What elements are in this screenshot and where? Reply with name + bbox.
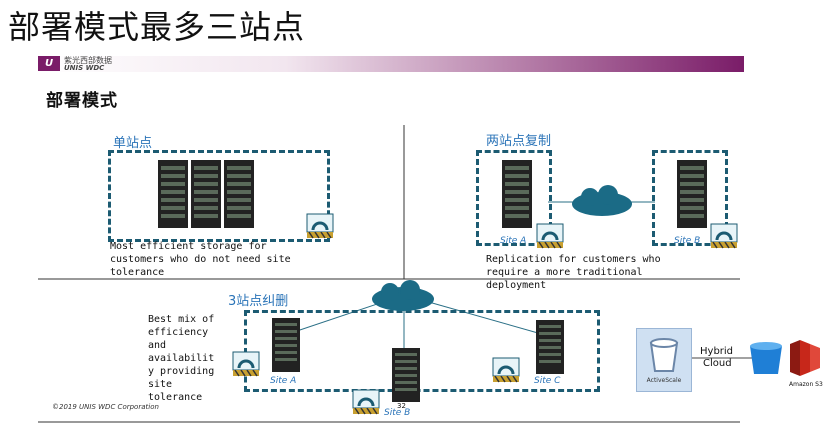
- two-site-b-box: [652, 150, 728, 246]
- amazon-s3-label: Amazon S3: [789, 381, 823, 388]
- single-site-label: 单站点: [113, 136, 153, 151]
- hybrid-line2: Cloud: [703, 358, 732, 369]
- three-site-b-lock-icon: [352, 388, 380, 420]
- brand-bar: [38, 56, 744, 72]
- three-site-number: 32: [397, 402, 406, 410]
- copyright: ©2019 UNIS WDC Corporation: [52, 403, 159, 411]
- activescale-label: ActiveScale: [646, 377, 682, 384]
- site-a-lock-icon: [536, 222, 564, 254]
- three-site-a-lock-icon: [232, 350, 260, 382]
- two-site-desc: Replication for customers who require a …: [486, 254, 661, 291]
- brand-name-en: UNIS WDC: [64, 64, 105, 72]
- site-lock-icon: [306, 212, 334, 244]
- two-site-a-box: [476, 150, 552, 246]
- three-site-b-label: Site B: [384, 408, 411, 418]
- three-site-label: 3站点纠删: [228, 294, 289, 309]
- brand-name-cn: 紫光西部数据: [64, 56, 112, 65]
- page-title: 部署模式最多三站点: [8, 8, 306, 46]
- single-site-desc: Most efficient storage for customers who…: [110, 241, 291, 278]
- two-site-label: 两站点复制: [486, 134, 552, 149]
- three-site-a-label: Site A: [270, 376, 297, 386]
- brand-logo: U: [38, 56, 60, 71]
- three-site-cloud-icon: [370, 280, 436, 318]
- single-site-servers: [158, 160, 254, 234]
- bucket-icon: [649, 338, 679, 372]
- hybrid-line1: Hybrid: [700, 346, 734, 357]
- amazon-s3-icon: [788, 338, 822, 382]
- storage-bucket-icon: [748, 340, 784, 382]
- single-site-box: [108, 150, 330, 242]
- three-site-b-server: [392, 348, 420, 408]
- site-b-lock-icon: [710, 222, 738, 254]
- two-site-a-server: [502, 160, 532, 234]
- three-site-c-lock-icon: [492, 356, 520, 388]
- two-site-b-server: [677, 160, 707, 234]
- activescale-appliance: ActiveScale: [636, 328, 692, 392]
- three-site-box: [244, 310, 600, 392]
- slide-title: 部署模式: [46, 91, 118, 111]
- three-site-desc: Best mix of efficiency and availabilit y…: [148, 314, 215, 403]
- three-site-a-server: [272, 318, 300, 378]
- three-site-c-label: Site C: [534, 376, 561, 386]
- three-site-c-server: [536, 320, 564, 380]
- two-site-a-label: Site A: [500, 236, 527, 246]
- two-site-cloud-icon: [570, 184, 634, 224]
- two-site-b-label: Site B: [674, 236, 701, 246]
